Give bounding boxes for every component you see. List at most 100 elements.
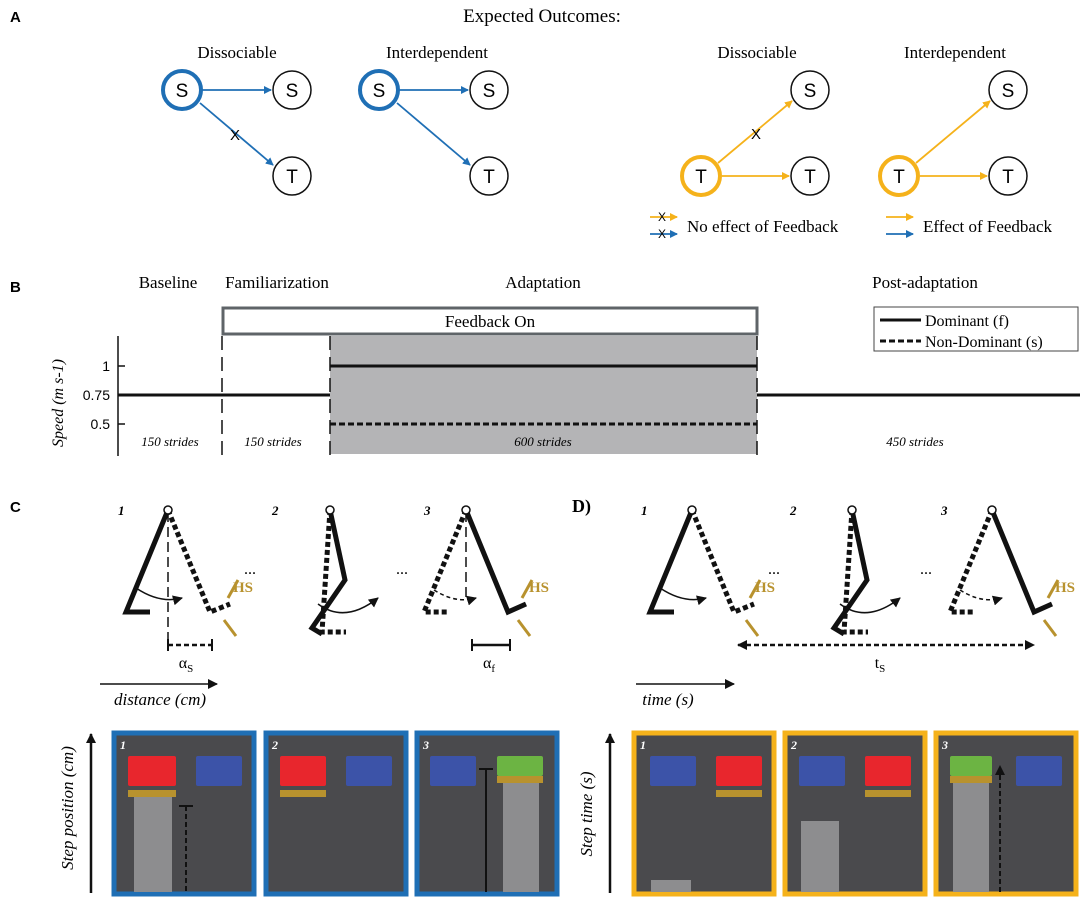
red-target — [280, 756, 326, 786]
step-bar — [801, 821, 839, 892]
legend-feedback: X X No effect of Feedback Effect of Feed… — [650, 210, 1053, 241]
hip-joint — [461, 505, 471, 515]
blue-target — [650, 756, 696, 786]
feedback-on-label: Feedback On — [445, 312, 536, 331]
diagram-orange-interdependent: T S T — [878, 70, 1028, 197]
red-target — [716, 756, 762, 786]
label-dissociable-orange: Dissociable — [717, 43, 796, 62]
node-s-source — [161, 69, 203, 111]
node-t-target — [272, 156, 312, 196]
hip-joint — [987, 505, 997, 515]
strides-adaptation: 600 strides — [514, 434, 571, 449]
leg-figure-c2 — [308, 505, 379, 637]
red-target — [865, 756, 911, 786]
step-time-label: Step time (s) — [577, 771, 596, 856]
solid-leg — [989, 509, 1054, 616]
hs-mark — [1042, 619, 1058, 637]
legend-effect: Effect of Feedback — [923, 217, 1053, 236]
dashed-leg — [165, 509, 231, 616]
target-line — [950, 776, 992, 783]
target-line — [497, 776, 543, 783]
hs-mark — [222, 619, 238, 637]
node-t-source-label: T — [695, 167, 707, 188]
screen-number: 2 — [271, 738, 278, 752]
panel-a: A Expected Outcomes: Dissociable Interde… — [10, 6, 1053, 241]
ellipsis: ... — [244, 561, 256, 578]
hs-mark — [520, 579, 534, 599]
solid-leg — [830, 509, 870, 637]
leg-figure-d3: HS — [946, 505, 1075, 637]
hip-joint — [163, 505, 173, 515]
leg-figure-d1: HS — [646, 505, 775, 637]
dashed-leg — [841, 509, 868, 635]
hs-label: HS — [233, 580, 253, 596]
node-s-target — [790, 70, 830, 110]
x-mark: X — [751, 126, 761, 143]
node-s-target — [988, 70, 1028, 110]
arrow-t-to-s — [717, 100, 793, 164]
panel-letter-d: D) — [572, 496, 591, 517]
panel-letter-c: C — [10, 499, 21, 516]
screen-number: 3 — [422, 738, 429, 752]
step-bar — [651, 880, 691, 892]
feedback-screen-c1: 1 — [111, 730, 257, 897]
legend-x-mark: X — [658, 210, 666, 224]
swing-arrow — [839, 597, 901, 614]
hs-mark — [744, 619, 760, 637]
y-tick-label-1: 1 — [102, 358, 110, 374]
target-line — [716, 790, 762, 797]
hs-mark — [748, 579, 762, 599]
legend-x-mark: X — [658, 227, 666, 241]
hs-label: HS — [1055, 580, 1075, 596]
frame-number: 1 — [641, 503, 648, 518]
label-interdependent-orange: Interdependent — [904, 43, 1006, 62]
hip-joint — [325, 505, 335, 515]
frame-number: 3 — [423, 503, 431, 518]
time-axis-label: time (s) — [642, 690, 694, 709]
screen-number: 1 — [640, 738, 646, 752]
frame-number: 2 — [271, 503, 279, 518]
feedback-screen-c2: 2 — [263, 730, 409, 897]
dashed-leg — [319, 509, 346, 635]
node-s-target-label: S — [1002, 81, 1015, 102]
leg-figure-c3: HS αf — [420, 505, 549, 675]
node-t-source — [680, 155, 722, 197]
panel-b: B Baseline Familiarization Adaptation Po… — [10, 273, 1080, 456]
panel-d: D) 1 2 3 HS ... ... — [572, 496, 1079, 897]
y-axis-label: Speed (m s-1) — [50, 359, 67, 447]
node-s-target — [272, 70, 312, 110]
step-position-label: Step position (cm) — [58, 746, 77, 870]
swing-arrow — [135, 587, 183, 606]
node-t-target-label: T — [804, 167, 816, 188]
swing-arrow — [433, 589, 477, 606]
distance-axis-label: distance (cm) — [114, 690, 206, 709]
feedback-on-bar — [221, 306, 759, 336]
red-target — [128, 756, 176, 786]
phase-familiarization: Familiarization — [225, 273, 329, 292]
node-s-target-label: S — [804, 81, 817, 102]
node-s-source-label: S — [176, 81, 189, 102]
y-tick-label-075: 0.75 — [83, 387, 110, 403]
swing-arrow — [959, 589, 1003, 606]
hip-joint — [847, 505, 857, 515]
node-s-target — [469, 70, 509, 110]
node-t-source-label: T — [893, 167, 905, 188]
frame-number: 1 — [118, 503, 125, 518]
adaptation-shade — [330, 336, 757, 454]
legend-non-dominant: Non-Dominant (s) — [925, 334, 1043, 351]
node-t-target — [988, 156, 1028, 196]
panel-letter-b: B — [10, 279, 21, 296]
legend-no-effect: No effect of Feedback — [687, 217, 839, 236]
node-s-target-label: S — [286, 81, 299, 102]
hs-label: HS — [529, 580, 549, 596]
leg-figure-c1: HS αS — [122, 505, 253, 675]
node-t-target — [469, 156, 509, 196]
green-target — [497, 756, 543, 776]
hip-joint — [687, 505, 697, 515]
dashed-leg — [689, 509, 755, 616]
arrow-s-to-t — [396, 102, 471, 166]
frame-number: 3 — [940, 503, 948, 518]
node-s-source-label: S — [373, 81, 386, 102]
y-tick-label-05: 0.5 — [91, 416, 111, 432]
target-line — [865, 790, 911, 797]
